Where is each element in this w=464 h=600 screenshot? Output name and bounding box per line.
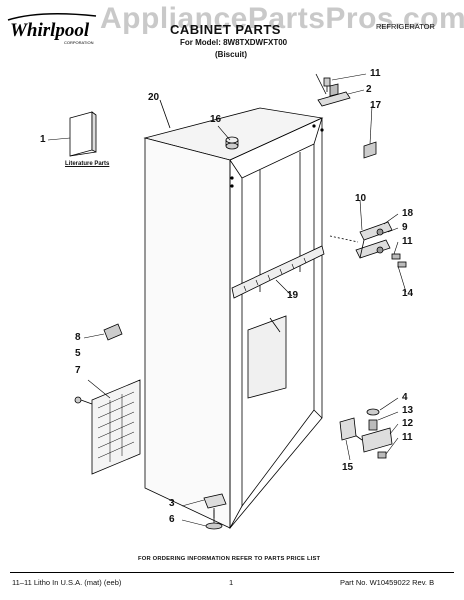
page-number: 1 <box>229 578 234 587</box>
brand-logo <box>0 0 120 50</box>
callout-11-top: 11 <box>370 68 381 79</box>
callout-9: 9 <box>402 222 408 233</box>
model-number: For Model: 8W8TXDWFXT00 <box>180 38 288 47</box>
bottom-hinge-assembly <box>347 408 393 459</box>
callout-4: 4 <box>402 392 408 403</box>
top-hinge-screw <box>323 77 331 92</box>
callout-2: 2 <box>366 84 372 95</box>
callout-20: 20 <box>148 92 160 103</box>
literature-parts-label: Literature Parts <box>65 161 110 167</box>
back-grille <box>91 379 141 475</box>
callout-10: 10 <box>355 193 367 204</box>
ordering-note: FOR ORDERING INFORMATION REFER TO PARTS … <box>138 556 321 562</box>
callout-6: 6 <box>169 514 175 525</box>
cabinet-body <box>143 107 325 530</box>
callout-5: 5 <box>75 348 81 359</box>
logo-swoosh-icon <box>7 13 97 21</box>
callout-14: 14 <box>402 288 414 299</box>
literature-booklet <box>69 111 97 157</box>
bracket-clip <box>103 323 123 341</box>
callout-11-center: 11 <box>402 236 413 247</box>
brand-corporation: CORPORATION <box>64 40 94 45</box>
callout-15: 15 <box>342 462 354 473</box>
callout-19: 19 <box>287 290 299 301</box>
appliance-category: REFRIGERATOR <box>376 22 435 31</box>
grille-screw <box>74 396 93 405</box>
callout-7: 7 <box>75 365 81 376</box>
bottom-bracket <box>339 417 357 441</box>
callout-13: 13 <box>402 405 414 416</box>
model-color: (Biscuit) <box>215 50 247 59</box>
callout-18: 18 <box>402 208 414 219</box>
footer-divider <box>10 572 454 573</box>
print-info: 11–11 Litho In U.S.A. (mat) (eeb) <box>12 578 122 587</box>
callout-8: 8 <box>75 332 81 343</box>
exploded-parts-diagram <box>47 73 407 530</box>
callout-3: 3 <box>169 498 175 509</box>
callout-11-bottom: 11 <box>402 432 413 443</box>
center-hinge <box>329 221 393 259</box>
part-number: Part No. W10459022 Rev. B <box>340 578 435 587</box>
callout-1: 1 <box>40 134 46 145</box>
top-hinge <box>315 73 351 107</box>
callout-16: 16 <box>210 114 222 125</box>
watermark: AppliancePartsPros.com <box>100 2 464 35</box>
hinge-cover <box>363 141 377 159</box>
center-hinge-screws <box>391 253 407 268</box>
callout-17: 17 <box>370 100 382 111</box>
brand-name: Whirlpool <box>10 20 90 41</box>
leveling-bracket <box>203 493 227 518</box>
callout-12: 12 <box>402 418 414 429</box>
page-title: CABINET PARTS <box>170 22 281 37</box>
